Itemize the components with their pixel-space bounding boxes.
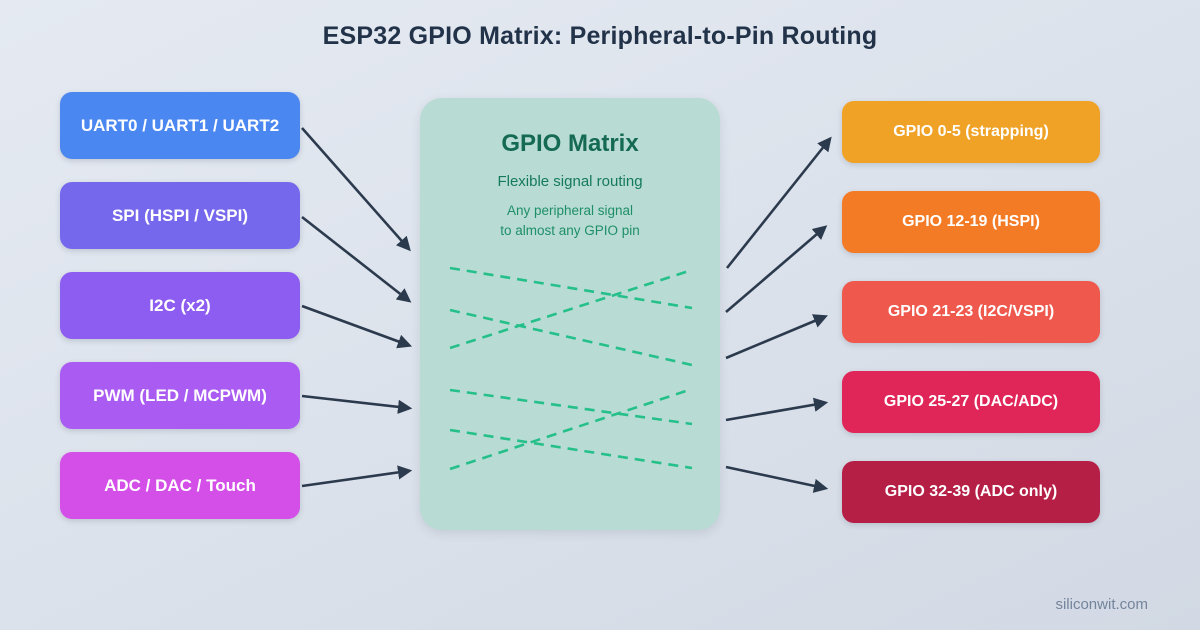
gpio-matrix-box: GPIO Matrix Flexible signal routing Any … [420, 98, 720, 530]
node-gpio-32-39: GPIO 32-39 (ADC only) [842, 461, 1100, 523]
arrow-matrix-to-gpio-25-27 [725, 397, 829, 422]
gpio-matrix-title: GPIO Matrix [501, 130, 639, 157]
node-spi: SPI (HSPI / VSPI) [60, 182, 300, 249]
gpio-matrix-description: Any peripheral signal to almost any GPIO… [420, 201, 720, 242]
node-i2c: I2C (x2) [60, 272, 300, 339]
node-gpio-0-5-label: GPIO 0-5 (strapping) [893, 123, 1049, 140]
arrow-matrix-to-gpio-0-5 [725, 136, 832, 269]
node-adc-dac-touch-label: ADC / DAC / Touch [104, 475, 256, 495]
node-gpio-25-27-label: GPIO 25-27 (DAC/ADC) [883, 393, 1059, 410]
gpio-matrix-description-line2: to almost any GPIO pin [500, 223, 640, 239]
node-adc-dac-touch: ADC / DAC / Touch [60, 452, 300, 519]
arrow-i2c-to-matrix [301, 304, 413, 349]
node-gpio-21-23-label: GPIO 21-23 (I2C/VSPI) [887, 303, 1055, 320]
node-gpio-12-19: GPIO 12-19 (HSPI) [842, 191, 1100, 253]
right-arrows [725, 136, 832, 493]
left-arrows [301, 127, 413, 488]
node-gpio-21-23: GPIO 21-23 (I2C/VSPI) [842, 281, 1100, 343]
arrow-pwm-to-matrix [301, 394, 413, 414]
node-gpio-0-5: GPIO 0-5 (strapping) [842, 101, 1100, 163]
node-spi-label: SPI (HSPI / VSPI) [111, 205, 249, 225]
node-pwm: PWM (LED / MCPWM) [60, 362, 300, 429]
page-title: ESP32 GPIO Matrix: Peripheral-to-Pin Rou… [322, 22, 878, 50]
arrow-adc-to-matrix [301, 465, 413, 488]
arrow-spi-to-matrix [301, 215, 412, 303]
gpio-matrix-description-line1: Any peripheral signal [506, 203, 634, 218]
arrow-matrix-to-gpio-32-39 [725, 465, 829, 493]
watermark: siliconwit.com [1055, 596, 1148, 613]
node-pwm-label: PWM (LED / MCPWM) [93, 385, 267, 405]
node-uart: UART0 / UART1 / UART2 [60, 92, 300, 159]
node-gpio-25-27: GPIO 25-27 (DAC/ADC) [842, 371, 1100, 433]
node-gpio-32-39-label: GPIO 32-39 (ADC only) [884, 483, 1058, 500]
arrow-matrix-to-gpio-21-23 [725, 314, 828, 360]
node-uart-label: UART0 / UART1 / UART2 [80, 115, 280, 135]
arrow-matrix-to-gpio-12-19 [725, 225, 828, 313]
node-gpio-12-19-label: GPIO 12-19 (HSPI) [902, 213, 1040, 230]
arrow-uart-to-matrix [301, 127, 411, 252]
node-i2c-label: I2C (x2) [149, 295, 211, 315]
gpio-matrix-subtitle: Flexible signal routing [497, 173, 643, 190]
